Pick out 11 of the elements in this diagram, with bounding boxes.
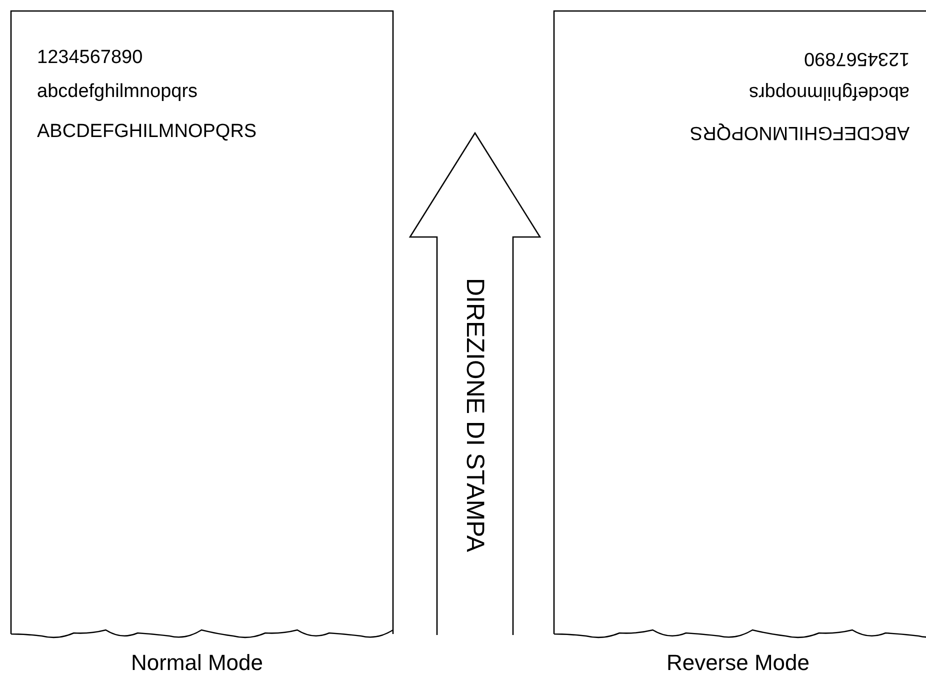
paper-receipt — [10, 10, 394, 640]
printed-text: 1234567890 — [37, 47, 143, 69]
paper-receipt — [553, 10, 926, 640]
mode-caption: Reverse Mode — [665, 650, 811, 676]
upside-down-text: 1234567890 — [804, 47, 910, 69]
printed-text: abcdefghilmnopqrs — [37, 81, 198, 103]
mode-caption: Normal Mode — [130, 650, 264, 676]
direction-label: DIREZIONE DI STAMPA — [460, 278, 490, 552]
printed-text: ABCDEFGHILMNOPQRS — [37, 121, 257, 143]
upside-down-text: abcdefghilmnopqrs — [749, 81, 910, 103]
upside-down-text: ABCDEFGHILMNOPQRS — [690, 121, 910, 143]
